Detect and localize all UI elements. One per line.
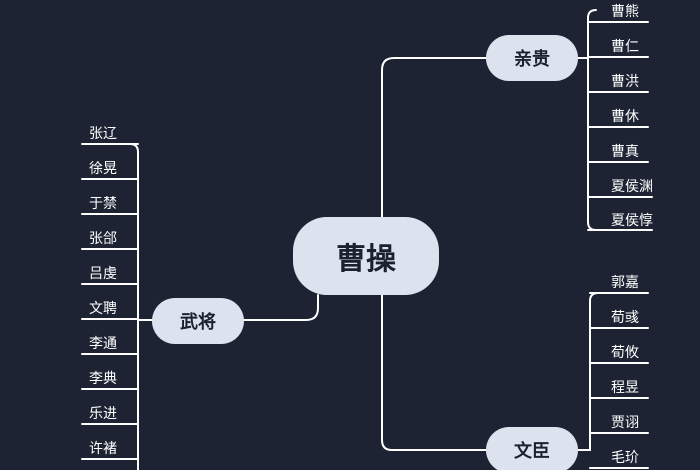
leaf-wujiang-10[interactable]: 许褚 [89,441,117,457]
leaf-qingui-6[interactable]: 夏侯渊 [611,179,653,195]
link-center-wujiang [243,294,319,321]
leaf-wenchen-3[interactable]: 荀攸 [611,345,639,361]
leaf-underlines-wenchen [589,292,649,469]
leaf-qingui-1[interactable]: 曹熊 [611,4,639,20]
leaf-wujiang-6[interactable]: 文聘 [89,301,117,317]
branch-node-wenchen[interactable]: 文臣 [486,427,578,470]
bracket-wujiang [129,143,153,470]
leaf-wujiang-2[interactable]: 徐晃 [89,161,117,177]
leaf-underlines-qingui [587,21,653,231]
leaf-wenchen-5[interactable]: 贾诩 [611,415,639,431]
leaf-qingui-4[interactable]: 曹休 [611,109,639,125]
link-center-qingui [381,57,487,218]
bracket-wenchen [577,292,599,451]
root-node[interactable]: 曹操 [293,217,439,295]
leaf-wenchen-6[interactable]: 毛玠 [611,450,639,466]
link-center-wenchen [381,294,487,451]
leaf-wujiang-1[interactable]: 张辽 [89,126,117,142]
branch-node-wujiang[interactable]: 武将 [152,298,244,344]
leaf-wujiang-3[interactable]: 于禁 [89,196,117,212]
leaf-wenchen-1[interactable]: 郭嘉 [611,275,639,291]
leaf-wujiang-7[interactable]: 李通 [89,336,117,352]
leaf-wenchen-2[interactable]: 荀彧 [611,310,639,326]
leaf-underlines-wujiang [81,143,139,460]
leaf-wujiang-8[interactable]: 李典 [89,371,117,387]
leaf-wujiang-5[interactable]: 吕虔 [89,266,117,282]
leaf-wenchen-4[interactable]: 程昱 [611,380,639,396]
leaf-qingui-5[interactable]: 曹真 [611,144,639,160]
leaf-wujiang-4[interactable]: 张郃 [89,231,117,247]
leaf-qingui-2[interactable]: 曹仁 [611,39,639,55]
leaf-qingui-7[interactable]: 夏侯惇 [611,213,653,229]
branch-node-qingui[interactable]: 亲贵 [486,35,578,81]
leaf-wujiang-9[interactable]: 乐进 [89,406,117,422]
leaf-qingui-3[interactable]: 曹洪 [611,74,639,90]
